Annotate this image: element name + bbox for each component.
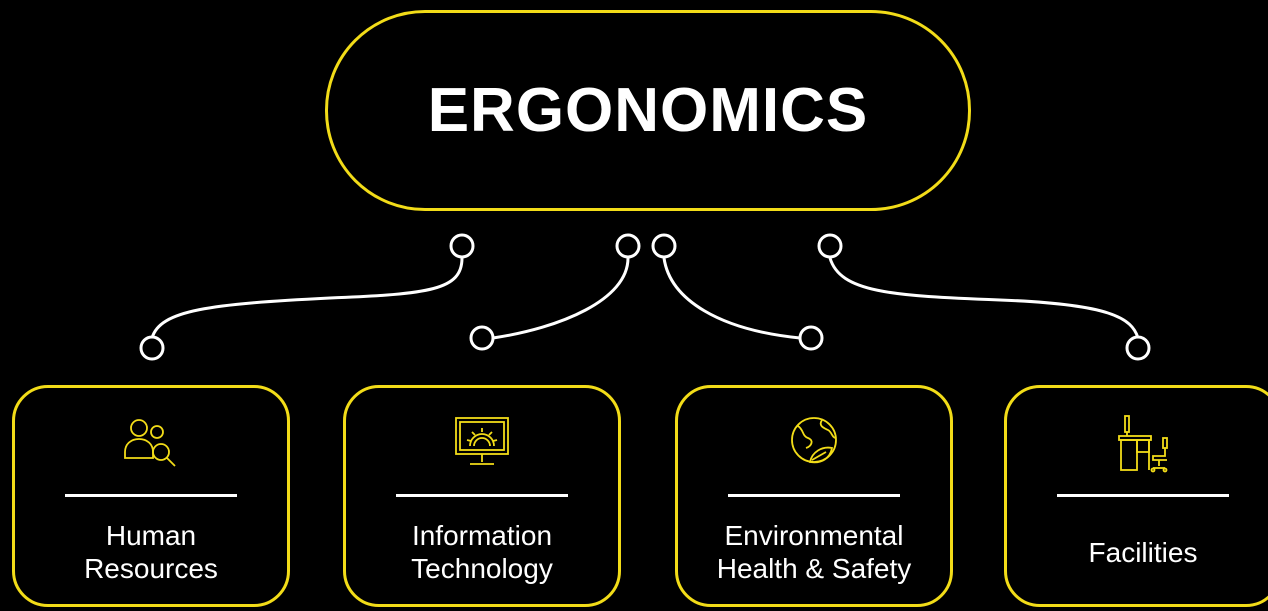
node-root-it bbox=[615, 233, 641, 259]
connector-hr bbox=[150, 257, 464, 339]
card-divider bbox=[65, 494, 237, 497]
connector-ehs bbox=[662, 257, 801, 340]
node-ehs bbox=[798, 325, 824, 351]
card-divider bbox=[396, 494, 568, 497]
label-line: Technology bbox=[411, 553, 553, 584]
department-card-facilities: Facilities bbox=[1004, 385, 1268, 607]
label-line: Human bbox=[105, 520, 197, 551]
connector-facilities bbox=[828, 257, 1140, 339]
department-card-hr: Human Resources bbox=[12, 385, 290, 607]
label-line: Environmental bbox=[724, 520, 904, 551]
monitor-gear-icon bbox=[455, 417, 509, 465]
node-it bbox=[469, 325, 495, 351]
department-label-facilities: Facilities bbox=[1007, 512, 1268, 592]
card-divider bbox=[728, 494, 900, 497]
node-root-hr bbox=[449, 233, 475, 259]
label-line: Facilities bbox=[1088, 536, 1198, 568]
label-line: Health & Safety bbox=[716, 553, 912, 584]
department-label-hr: Human Resources bbox=[15, 512, 287, 592]
root-title: ERGONOMICS bbox=[427, 76, 869, 145]
node-facilities bbox=[1125, 335, 1151, 361]
globe-leaf-icon bbox=[791, 417, 837, 464]
connector-it bbox=[492, 257, 630, 340]
department-card-it: Information Technology bbox=[343, 385, 621, 607]
department-label-it: Information Technology bbox=[346, 512, 618, 592]
node-root-facilities bbox=[817, 233, 843, 259]
department-label-ehs: Environmental Health & Safety bbox=[678, 512, 950, 592]
desk-chair-icon bbox=[1118, 415, 1168, 473]
people-search-icon bbox=[124, 419, 176, 467]
node-root-ehs bbox=[651, 233, 677, 259]
root-node: ERGONOMICS bbox=[325, 10, 971, 211]
label-line: Resources bbox=[84, 553, 218, 584]
label-line: Information bbox=[411, 520, 553, 551]
node-hr bbox=[139, 335, 165, 361]
department-card-ehs: Environmental Health & Safety bbox=[675, 385, 953, 607]
card-divider bbox=[1057, 494, 1229, 497]
